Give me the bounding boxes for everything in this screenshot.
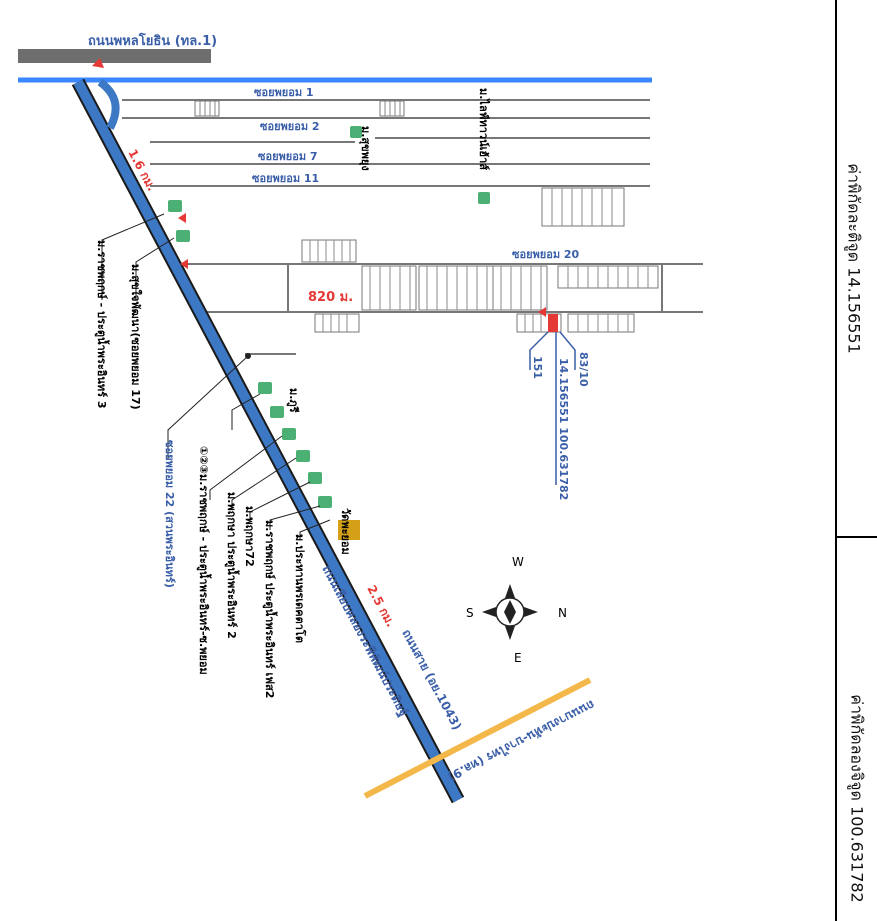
label-village-b6: ม.ภูรี xyxy=(286,388,300,413)
soi-label-20: ซอยพยอม 20 xyxy=(512,248,580,261)
compass-e: E xyxy=(514,651,522,665)
latitude-label: ค่าพิกัดละติจูด 14.156551 xyxy=(844,163,864,354)
label-target-coords: 14.156551 100.631782 xyxy=(557,358,570,500)
village-icon xyxy=(258,382,272,394)
distance-820: 820 ม. xyxy=(308,290,353,305)
label-house-no: 83/10 xyxy=(577,352,590,387)
soi-label-2: ซอยพยอม 2 xyxy=(260,120,320,133)
road-label-canal: ถนนเลียบคลองระพีพัฒน์ประดิษฐ์ xyxy=(318,563,411,719)
leader-lines xyxy=(101,213,331,540)
compass-w: W xyxy=(512,555,524,569)
village-icon xyxy=(350,126,362,138)
label-village-b5: ม.ประทานพรเดคตาโต xyxy=(293,534,307,643)
highway-label: ถนนพหลโยธิน (ทล.1) xyxy=(88,32,217,49)
village-icon xyxy=(318,496,332,508)
village-icon xyxy=(308,472,322,484)
building-hatching xyxy=(199,101,649,332)
target-pointers xyxy=(529,331,576,485)
label-alley-no: 151 xyxy=(531,356,544,379)
entry-arrows xyxy=(178,213,546,317)
compass-s: S xyxy=(466,606,474,620)
label-village-b2: ม.พฤกษา ประตูน้ำพระอินทร์ 2 xyxy=(224,492,240,639)
village-icon xyxy=(478,192,490,204)
temple-icon xyxy=(338,520,360,540)
label-village-b4: ม.ราชพฤกษ์ ประตูน้ำพระอินทร์ เฟส2 xyxy=(262,520,278,698)
target-marker xyxy=(548,314,558,332)
label-village-left2: ม.สุขใจพัฒนา(ซอยพยอม 17) xyxy=(128,264,143,410)
arrow-top xyxy=(92,58,104,68)
compass-n: N xyxy=(558,606,567,620)
label-village-b1: ①②③ม.ราชพฤกษ์ - ประตูน้ำพระอินทร์-ซ.พยอม xyxy=(196,446,212,675)
label-village-top1: ม.ไลฟ์ทาวน์เฮ้าส์ xyxy=(477,88,491,170)
longitude-label: ค่าพิกัดลองจิจูด 100.631782 xyxy=(847,694,867,903)
label-village-top2: ม.สุขพยุง xyxy=(358,126,372,171)
village-icons xyxy=(168,126,490,508)
label-village-left1: ม.ราชพฤกษ์ - ประตูน้ำพระอินทร์ 3 xyxy=(94,240,110,409)
main-road-diagonal xyxy=(73,79,463,803)
village-icon xyxy=(296,450,310,462)
village-icon xyxy=(282,428,296,440)
label-soi22: ซอยพยอม 22 (สวนพระอินทร์) xyxy=(163,440,176,588)
road-connector xyxy=(97,78,120,130)
label-village-b3: ม.พฤกษา72 xyxy=(243,506,256,567)
soi-label-7: ซอยพยอม 7 xyxy=(258,150,318,163)
cross-road xyxy=(363,677,592,799)
soi-label-1: ซอยพยอม 1 xyxy=(254,86,314,99)
soi22-dot xyxy=(245,353,251,359)
highway-phahonyothin xyxy=(18,49,211,63)
village-icon xyxy=(168,200,182,212)
compass-icon xyxy=(482,584,538,640)
village-icon xyxy=(270,406,284,418)
soi-lines xyxy=(122,99,703,355)
soi-label-11: ซอยพยอม 11 xyxy=(252,172,319,185)
village-icon xyxy=(176,230,190,242)
label-temple: วัดพะยอม xyxy=(339,508,352,555)
